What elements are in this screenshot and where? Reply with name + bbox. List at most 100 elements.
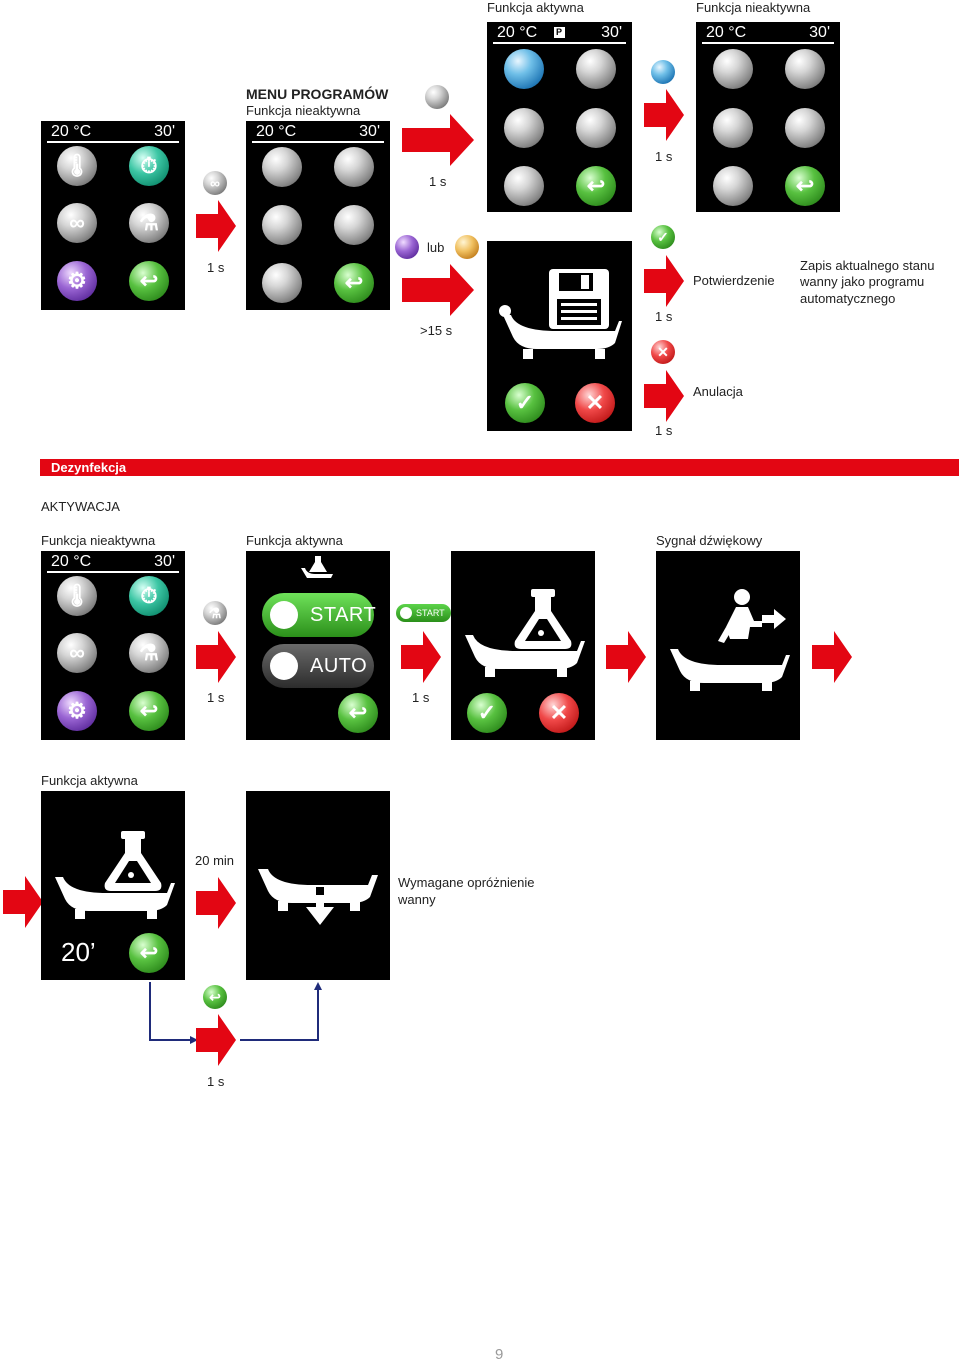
back-icon[interactable]: ↩ [334, 263, 374, 303]
check-icon[interactable]: ✓ [467, 693, 507, 733]
menu-title: MENU PROGRAMÓW [246, 86, 389, 102]
activation-heading: AKTYWACJA [41, 499, 120, 514]
cross-icon[interactable]: ✕ [539, 693, 579, 733]
back-icon[interactable]: ↩ [576, 166, 616, 206]
back-icon[interactable]: ↩ [338, 693, 378, 733]
program-2-icon[interactable] [576, 49, 616, 89]
program-badge: P [553, 27, 565, 38]
drain-icon [258, 869, 378, 925]
inactive-program-panel: 20 °C 30' ↩ [696, 22, 840, 212]
confirm-label: Potwierdzenie [693, 273, 775, 288]
back-icon: ↩ [203, 985, 227, 1009]
flow-arrow [812, 631, 852, 683]
gears-icon[interactable]: ⚙ [57, 691, 97, 731]
label-active-bottom: Funkcja aktywna [41, 773, 138, 788]
start-button[interactable]: START [262, 593, 376, 637]
timer-icon[interactable]: ⏱ [129, 146, 169, 186]
leave-bath-panel [656, 551, 800, 740]
active-program-panel: 20 °C P 30' ↩ [487, 22, 632, 212]
program-1-icon[interactable] [713, 49, 753, 89]
back-icon[interactable]: ↩ [785, 166, 825, 206]
timing-label: 1 s [655, 149, 673, 164]
play-icon [400, 607, 412, 619]
label-inactive: Funkcja nieaktywna [41, 533, 156, 548]
section-title: Dezynfekcja [51, 460, 127, 475]
bathtub-flask-icon [465, 589, 585, 677]
program-3-icon[interactable] [262, 205, 302, 245]
program-3-icon[interactable] [504, 108, 544, 148]
timing-label: 1 s [655, 309, 673, 324]
countdown-timer: 20’ [61, 937, 96, 967]
label-inactive-top: Funkcja nieaktywna [696, 0, 811, 15]
cross-icon: ✕ [651, 340, 675, 364]
program-1-active-icon[interactable] [504, 49, 544, 89]
flow-arrow [3, 876, 43, 928]
timing-label: 1 s [207, 260, 225, 275]
status-bar: 20 °C 30' [702, 24, 834, 44]
cancel-label: Anulacja [693, 384, 743, 399]
bathtub-save-icon [499, 269, 622, 359]
check-icon[interactable]: ✓ [505, 383, 545, 423]
back-icon[interactable]: ↩ [129, 261, 169, 301]
program-menu-panel: 20 °C 30' ↩ [246, 121, 390, 310]
program-4-icon[interactable] [785, 108, 825, 148]
drain-label-line-2: wanny [398, 892, 436, 907]
confirm-desc-line-1: Zapis aktualnego stanu [800, 258, 935, 273]
program-2-icon[interactable] [785, 49, 825, 89]
time-readout: 30' [601, 24, 622, 41]
or-label: lub [427, 240, 445, 255]
program-5-icon[interactable] [262, 263, 302, 303]
refresh-icon [270, 652, 298, 680]
cross-icon[interactable]: ✕ [575, 383, 615, 423]
timer-icon[interactable]: ⏱ [129, 576, 169, 616]
program-4-icon[interactable] [576, 108, 616, 148]
menu-subtitle: Funkcja nieaktywna [246, 103, 361, 118]
flask-icon[interactable]: ⚗ [129, 203, 169, 243]
status-bar: 20 °C P 30' [493, 24, 626, 44]
program-5-icon[interactable] [713, 166, 753, 206]
label-sound: Sygnał dźwiękowy [656, 533, 763, 548]
program-2-icon[interactable] [334, 147, 374, 187]
back-icon[interactable]: ↩ [129, 933, 169, 973]
drain-label-line-1: Wymagane opróżnienie [398, 875, 535, 890]
flask-icon[interactable]: ⚗ [129, 633, 169, 673]
temperature-readout: 20 °C [706, 24, 747, 41]
bubbles-icon[interactable]: ∞ [57, 203, 97, 243]
mini-start-button: START [396, 604, 451, 622]
check-icon: ✓ [651, 225, 675, 249]
flow-arrow [196, 200, 236, 252]
timing-label: 1 s [412, 690, 430, 705]
disinfection-running-panel: 20’ ↩ [41, 791, 185, 980]
auto-label: AUTO [310, 655, 368, 677]
flow-arrow [644, 370, 684, 422]
auto-button[interactable]: AUTO [262, 644, 374, 688]
program-3-icon[interactable] [713, 108, 753, 148]
time-readout: 30' [359, 123, 380, 140]
temperature-readout: 20 °C [51, 123, 92, 140]
page-number: 9 [495, 1346, 504, 1363]
mini-start-label: START [416, 608, 445, 618]
program-4-icon[interactable] [334, 205, 374, 245]
flow-arrow [196, 631, 236, 683]
section-header: Dezynfekcja [40, 459, 959, 476]
thermometer-icon[interactable]: 🌡 [57, 576, 97, 616]
time-readout: 30' [154, 123, 175, 140]
flow-arrow [401, 631, 441, 683]
program-orange-icon [455, 235, 479, 259]
timing-label: 1 s [207, 690, 225, 705]
back-icon[interactable]: ↩ [129, 691, 169, 731]
bubbles-icon[interactable]: ∞ [57, 633, 97, 673]
status-bar: 20 °C 30' [252, 123, 384, 143]
timing-label: 1 s [655, 423, 673, 438]
flask-icon: ⚗ [203, 601, 227, 625]
program-5-icon[interactable] [504, 166, 544, 206]
program-1-icon[interactable] [262, 147, 302, 187]
thermometer-icon[interactable]: 🌡 [57, 146, 97, 186]
bubbles-icon: ∞ [203, 171, 227, 195]
program-active-icon [651, 60, 675, 84]
flow-arrow [644, 89, 684, 141]
confirm-desc-line-2: wanny jako programu [800, 274, 925, 289]
flow-arrow [644, 255, 684, 307]
gears-icon[interactable]: ⚙ [57, 261, 97, 301]
main-menu-panel: 20 °C 30' 🌡 ⏱ ∞ ⚗ ⚙ ↩ [41, 551, 185, 740]
